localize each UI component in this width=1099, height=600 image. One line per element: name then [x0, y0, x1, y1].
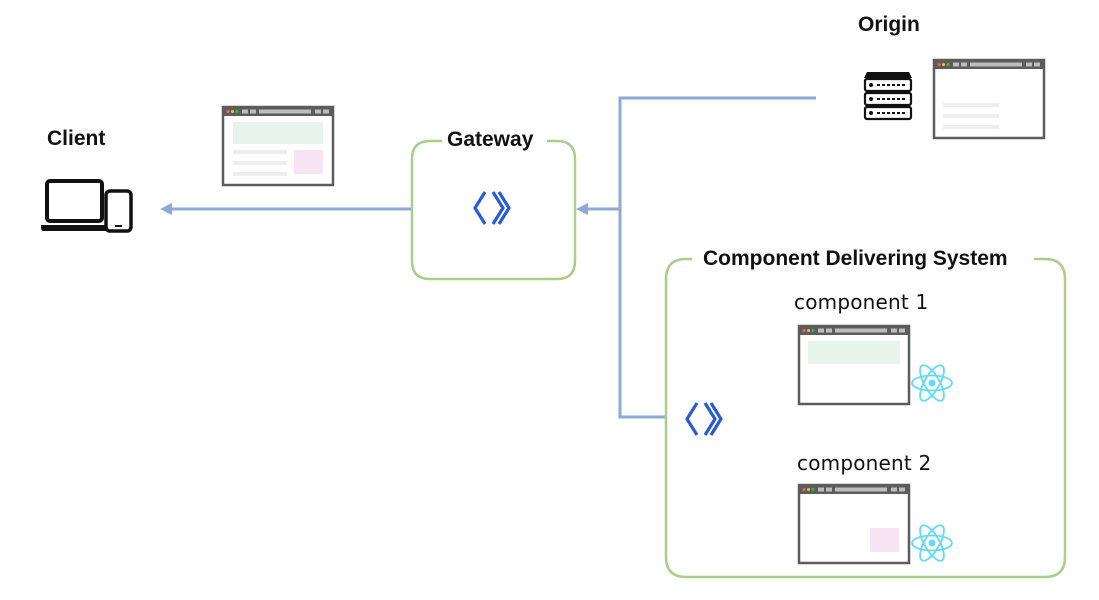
brand-chevron-icon [685, 401, 723, 437]
component-2-window [797, 483, 911, 565]
gateway-box [410, 139, 577, 281]
gateway-label: Gateway [447, 128, 534, 151]
origin-page-window [932, 58, 1046, 140]
laptop-icon [41, 179, 108, 231]
client-label: Client [47, 127, 106, 150]
component-delivering-system-box [664, 257, 1067, 579]
brand-chevron-icon [473, 190, 511, 226]
origin-label: Origin [858, 13, 920, 36]
react-icon [911, 521, 953, 565]
client-page-window [221, 105, 335, 187]
component-1-label: component 1 [794, 290, 929, 314]
connector-cds-gateway [618, 209, 666, 419]
connector-origin-gateway [586, 96, 816, 211]
react-icon [911, 361, 953, 405]
connectors [160, 96, 816, 419]
arrow-to-client [160, 203, 172, 215]
component-2-label: component 2 [797, 451, 932, 475]
server-rack-icon [863, 72, 913, 121]
component-delivering-system-label: Component Delivering System [703, 247, 1008, 270]
arrow-to-gateway [576, 203, 588, 215]
component-1-window [797, 324, 911, 406]
tablet-icon [104, 189, 133, 233]
